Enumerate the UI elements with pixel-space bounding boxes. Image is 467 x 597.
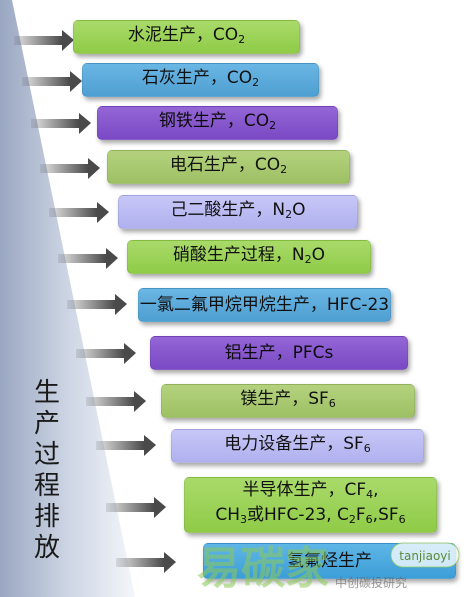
arrow-12 xyxy=(116,552,176,573)
svg-text:tanjiaoyi: tanjiaoyi xyxy=(399,549,450,563)
vertical-process-label: 生 产 过 程 排 放 xyxy=(33,378,60,563)
emission-item-semiconductor: 半导体生产，CF4, CH3或HFC-23, C2F6,SF6 xyxy=(184,477,437,533)
arrow-7 xyxy=(67,294,127,315)
emission-item-adipic-acid: 己二酸生产，N2O xyxy=(118,195,358,229)
svg-text:易碳家: 易碳家 xyxy=(197,543,329,593)
arrow-2 xyxy=(22,71,82,92)
emission-item-cement: 水泥生产，CO2 xyxy=(73,20,300,54)
arrow-3 xyxy=(31,113,91,134)
arrow-11 xyxy=(106,497,166,518)
arrow-10 xyxy=(96,435,156,456)
arrow-6 xyxy=(58,248,118,269)
arrow-4 xyxy=(40,158,100,179)
svg-text:中创碳投研究: 中创碳投研究 xyxy=(335,575,407,590)
emission-item-nitric-acid: 硝酸生产过程，N2O xyxy=(127,240,371,274)
emission-item-steel: 钢铁生产，CO2 xyxy=(97,106,338,140)
arrow-1 xyxy=(14,30,74,51)
arrow-8 xyxy=(76,343,136,364)
emission-item-power-equipment: 电力设备生产，SF6 xyxy=(171,429,424,463)
arrow-9 xyxy=(86,391,146,412)
emission-item-magnesium: 镁生产，SF6 xyxy=(161,384,415,418)
emission-item-lime: 石灰生产，CO2 xyxy=(82,63,319,97)
emission-item-aluminium: 铝生产，PFCs xyxy=(150,336,408,370)
arrow-5 xyxy=(49,202,109,223)
watermark: 易碳家 tanjiaoyi 中创碳投研究 xyxy=(197,542,460,593)
emission-item-hcfc22: 一氯二氟甲烷甲烷生产，HFC-23 xyxy=(138,288,391,322)
emission-item-calcium-carbide: 电石生产，CO2 xyxy=(107,150,350,184)
